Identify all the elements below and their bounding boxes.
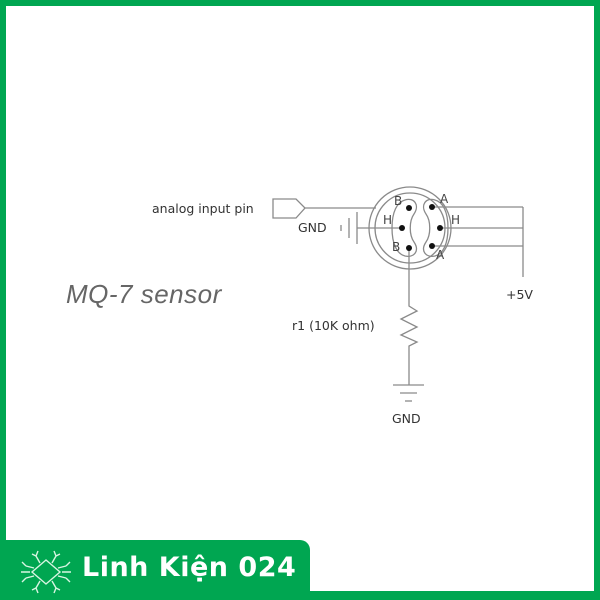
brand-banner: Linh Kiện 024: [0, 540, 310, 600]
pin-dot: [437, 225, 443, 231]
resistor-r1: [399, 248, 419, 385]
pin-label-b-bottom: B: [392, 240, 401, 254]
pin-dot: [429, 243, 435, 249]
pin-dot: [406, 205, 412, 211]
analog-input-label: analog input pin: [152, 201, 254, 216]
diagram-title: MQ-7 sensor: [66, 279, 222, 309]
sensor-electrode-right: [422, 198, 449, 257]
pin-dot: [406, 245, 412, 251]
gnd-bottom-label: GND: [392, 411, 421, 426]
pin-label-h-right: H: [451, 213, 461, 227]
resistor-label: r1 (10K ohm): [292, 318, 375, 333]
pin-label-a-bottom: A: [436, 248, 445, 262]
pin-label-a-top: A: [440, 192, 449, 206]
pin-label-h-left: H: [383, 213, 393, 227]
pin-label-b-top: B: [394, 194, 403, 208]
brand-name: Linh Kiện 024: [82, 552, 297, 583]
pin-dot: [399, 225, 405, 231]
analog-input-pin-symbol: [272, 198, 306, 219]
circuit-chip-icon: [21, 550, 71, 594]
pin-dot: [429, 204, 435, 210]
gnd-top-label: GND: [298, 220, 327, 235]
sensor-electrode-left: [391, 198, 418, 257]
vcc-label: +5V: [506, 287, 533, 302]
